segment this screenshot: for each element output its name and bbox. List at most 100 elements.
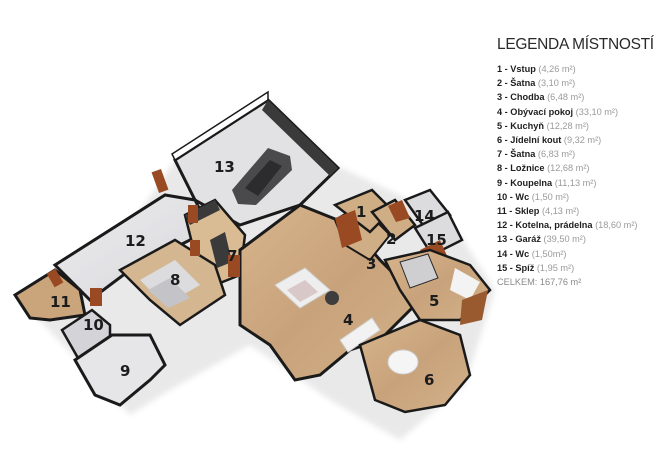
legend-list: 1 - Vstup (4,26 m²)2 - Šatna (3,10 m²)3 … xyxy=(497,62,662,275)
label-room-11: 11 xyxy=(50,293,71,311)
legend-item-name: Garáž xyxy=(515,234,541,245)
legend-item-separator: - xyxy=(506,206,515,217)
legend-item: 4 - Obývací pokoj (33,10 m²) xyxy=(497,105,662,119)
legend-item-name: Jídelní kout xyxy=(510,135,562,146)
legend-item: 1 - Vstup (4,26 m²) xyxy=(497,62,662,76)
legend-item: 15 - Spíž (1,95 m²) xyxy=(497,261,662,275)
label-room-9: 9 xyxy=(120,362,130,380)
legend-item-number: 10 xyxy=(497,191,508,202)
room-legend: LEGENDA MÍSTNOSTÍ 1 - Vstup (4,26 m²)2 -… xyxy=(497,36,662,289)
label-room-6: 6 xyxy=(424,371,434,389)
legend-item-name: Kuchyň xyxy=(510,120,544,131)
legend-item-area: (18,60 m²) xyxy=(595,220,638,231)
legend-item: 7 - Šatna (6,83 m²) xyxy=(497,147,662,161)
legend-title: LEGENDA MÍSTNOSTÍ xyxy=(497,36,654,53)
legend-item: 13 - Garáž (39,50 m²) xyxy=(497,232,662,246)
legend-total: CELKEM: 167,76 m² xyxy=(497,277,582,288)
label-room-7: 7 xyxy=(227,247,237,265)
label-room-12: 12 xyxy=(125,232,146,250)
legend-item: 9 - Koupelna (11,13 m²) xyxy=(497,176,662,190)
room-9-bathroom xyxy=(73,333,167,407)
legend-item-separator: - xyxy=(502,163,511,174)
doors xyxy=(46,168,240,306)
legend-item-name: Šatna xyxy=(510,78,536,89)
legend-item-separator: - xyxy=(502,106,511,117)
legend-item-separator: - xyxy=(502,78,511,89)
legend-item-separator: - xyxy=(502,64,511,74)
legend-item-separator: - xyxy=(502,92,511,103)
legend-item-area: (12,28 m²) xyxy=(546,120,589,131)
legend-item-area: (9,32 m²) xyxy=(563,135,602,146)
legend-item-name: Obývací pokoj xyxy=(510,106,574,117)
room-6-dining xyxy=(358,318,472,414)
legend-item-number: 4 xyxy=(497,106,503,117)
legend-item: 11 - Sklep (4,13 m²) xyxy=(497,204,662,218)
legend-item-name: Spíž xyxy=(515,262,535,273)
legend-item-area: (33,10 m²) xyxy=(575,106,619,117)
label-room-8: 8 xyxy=(170,271,180,289)
legend-item-number: 13 xyxy=(497,234,508,245)
legend-item-name: Koupelna xyxy=(510,177,553,188)
legend-item-name: Kotelna, prádelna xyxy=(515,220,593,231)
legend-item-separator: - xyxy=(502,177,511,188)
legend-item-area: (1,50m²) xyxy=(531,248,567,259)
legend-item-name: Ložnice xyxy=(510,163,545,174)
label-room-10: 10 xyxy=(83,316,104,334)
legend-item: 14 - Wc (1,50m²) xyxy=(497,247,662,261)
room-8-bedroom xyxy=(117,238,227,327)
legend-item-area: (3,10 m²) xyxy=(537,78,576,89)
legend-item: 6 - Jídelní kout (9,32 m²) xyxy=(497,133,662,147)
legend-item-number: 8 xyxy=(497,163,503,174)
legend-item: 5 - Kuchyň (12,28 m²) xyxy=(497,119,662,133)
label-room-13: 13 xyxy=(214,158,235,176)
label-room-1: 1 xyxy=(356,203,366,221)
legend-item-number: 6 xyxy=(497,135,503,146)
room-5-kitchen xyxy=(383,248,492,325)
legend-item-separator: - xyxy=(502,120,511,131)
label-room-4: 4 xyxy=(343,311,353,329)
legend-item-separator: - xyxy=(507,220,516,231)
legend-item-name: Chodba xyxy=(510,92,545,103)
legend-item-separator: - xyxy=(507,262,516,273)
legend-item-number: 9 xyxy=(497,177,503,188)
legend-item-separator: - xyxy=(502,135,511,146)
label-room-14: 14 xyxy=(414,207,435,225)
legend-item: 8 - Ložnice (12,68 m²) xyxy=(497,161,662,175)
legend-item-name: Vstup xyxy=(510,64,536,74)
legend-item-area: (1,95 m²) xyxy=(536,262,575,273)
legend-item-area: (39,50 m²) xyxy=(543,234,586,245)
car-icon xyxy=(232,148,292,205)
legend-item-name: Sklep xyxy=(514,206,540,217)
legend-item-area: (12,68 m²) xyxy=(547,163,590,174)
label-room-15: 15 xyxy=(426,231,447,249)
legend-item: 10 - Wc (1,50 m²) xyxy=(497,190,662,204)
legend-item-number: 3 xyxy=(497,92,503,103)
legend-item-name: Wc xyxy=(515,191,530,202)
legend-item-number: 7 xyxy=(497,149,503,160)
legend-item: 12 - Kotelna, prádelna (18,60 m²) xyxy=(497,218,662,232)
legend-item-number: 15 xyxy=(497,262,508,273)
legend-item-separator: - xyxy=(502,149,511,160)
label-room-3: 3 xyxy=(366,255,376,273)
legend-item-number: 5 xyxy=(497,120,503,131)
legend-item-number: 1 xyxy=(497,64,503,74)
legend-item-number: 11 xyxy=(497,206,507,217)
legend-item-area: (4,26 m²) xyxy=(538,64,576,74)
legend-item-number: 2 xyxy=(497,78,503,89)
legend-item-number: 14 xyxy=(497,248,508,259)
legend-item-area: (11,13 m²) xyxy=(554,177,597,188)
legend-item-name: Wc xyxy=(515,248,530,259)
room-2-closet xyxy=(370,198,417,242)
legend-item-area: (4,13 m²) xyxy=(541,206,580,217)
legend-item: 2 - Šatna (3,10 m²) xyxy=(497,76,662,90)
legend-item-name: Šatna xyxy=(510,149,536,160)
legend-item-separator: - xyxy=(507,234,516,245)
legend-item-area: (6,48 m²) xyxy=(547,92,585,103)
legend-item-separator: - xyxy=(507,191,516,202)
legend-item-number: 12 xyxy=(497,220,508,231)
legend-item-area: (1,50 m²) xyxy=(531,191,570,202)
label-room-2: 2 xyxy=(386,230,396,248)
legend-item-separator: - xyxy=(507,248,516,259)
legend-item-area: (6,83 m²) xyxy=(537,149,576,160)
